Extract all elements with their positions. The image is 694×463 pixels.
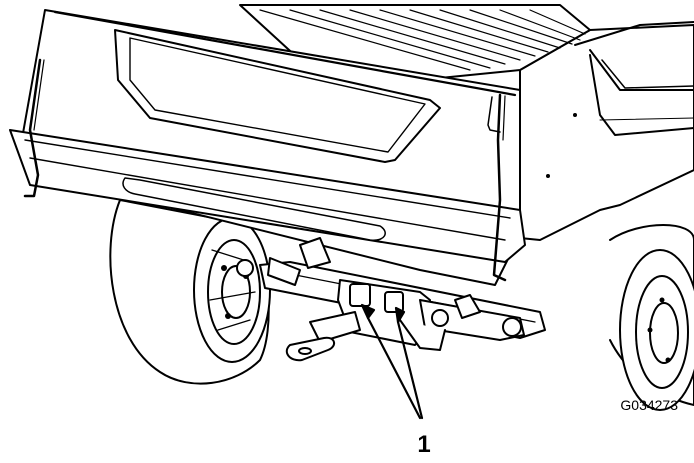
rear-frame-and-hitch <box>236 237 546 362</box>
callout-leader-lines <box>360 303 424 420</box>
left-rear-wheel <box>109 199 271 385</box>
tailgate <box>9 9 526 286</box>
right-rear-wheel <box>609 224 694 411</box>
figure-id-label: G034273 <box>620 397 678 413</box>
line-art <box>9 4 694 420</box>
callout-label-1: 1 <box>417 431 430 458</box>
